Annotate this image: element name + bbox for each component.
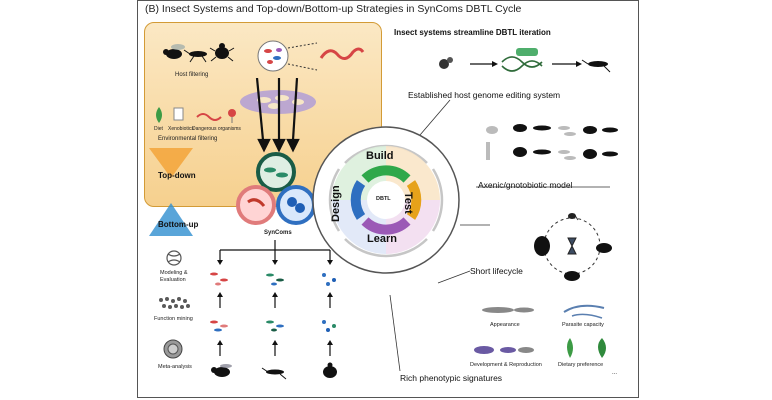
figure-title: (B) Insect Systems and Top-down/Bottom-u… (145, 3, 522, 15)
dbtl-center-label: DBTL (376, 196, 391, 202)
appearance-label: Appearance (490, 322, 520, 328)
phenotype-icons-top (482, 304, 605, 319)
environment-icons (156, 107, 236, 123)
short-lifecycle-label: Short lifecycle (470, 266, 523, 276)
genome-editing-icons (439, 48, 611, 73)
meta-analysis-icon (163, 339, 183, 359)
dbtl-cycle (312, 126, 460, 274)
host-insects-icon (163, 43, 235, 63)
filter-arrows-icon (255, 78, 300, 153)
function-mining-label: Function mining (154, 316, 193, 322)
development-label: Development & Reproduction (470, 362, 542, 368)
top-down-label: Top-down (158, 171, 196, 180)
modeling-icon (166, 250, 182, 266)
diet-label: Diet (154, 126, 163, 132)
syncoms-circles (236, 152, 316, 225)
parasite-capacity-label: Parasite capacity (562, 322, 604, 328)
evaluation-label: Evaluation (160, 277, 186, 283)
ellipsis-label: ... (612, 370, 618, 376)
axenic-model-icons (486, 124, 618, 160)
function-mining-icon (159, 297, 190, 309)
meta-analysis-label: Meta-analysis (158, 364, 192, 370)
modeling-label: Modeling & (160, 270, 188, 276)
environmental-filtering-label: Environmental filtering (158, 136, 218, 142)
axenic-label: Axenic/gnotobiotic model (478, 180, 573, 190)
insect-systems-heading: Insect systems streamline DBTL iteration (394, 28, 551, 37)
host-filtering-label: Host filtering (175, 72, 209, 78)
bottom-up-label: Bottom-up (158, 220, 199, 229)
dangerous-organisms-label: Dangerous organisms (192, 126, 241, 132)
funnel-icon (149, 148, 193, 236)
build-label: Build (366, 150, 394, 162)
phenotype-icons-bottom (474, 338, 606, 358)
design-label: Design (330, 185, 342, 222)
short-lifecycle-icons (534, 213, 612, 281)
dietary-label: Dietary preference (558, 362, 604, 368)
genome-editing-label: Established host genome editing system (408, 90, 561, 100)
xenobiotics-label: Xenobiotics (168, 126, 194, 132)
phenotypic-label: Rich phenotypic signatures (400, 373, 503, 383)
syncoms-label: SynComs (264, 230, 292, 236)
bottom-up-network (210, 240, 337, 380)
connector-lines (389, 99, 610, 372)
test-label: Test (402, 192, 414, 214)
learn-label: Learn (367, 233, 397, 245)
gut-microbes-icon (257, 40, 365, 72)
